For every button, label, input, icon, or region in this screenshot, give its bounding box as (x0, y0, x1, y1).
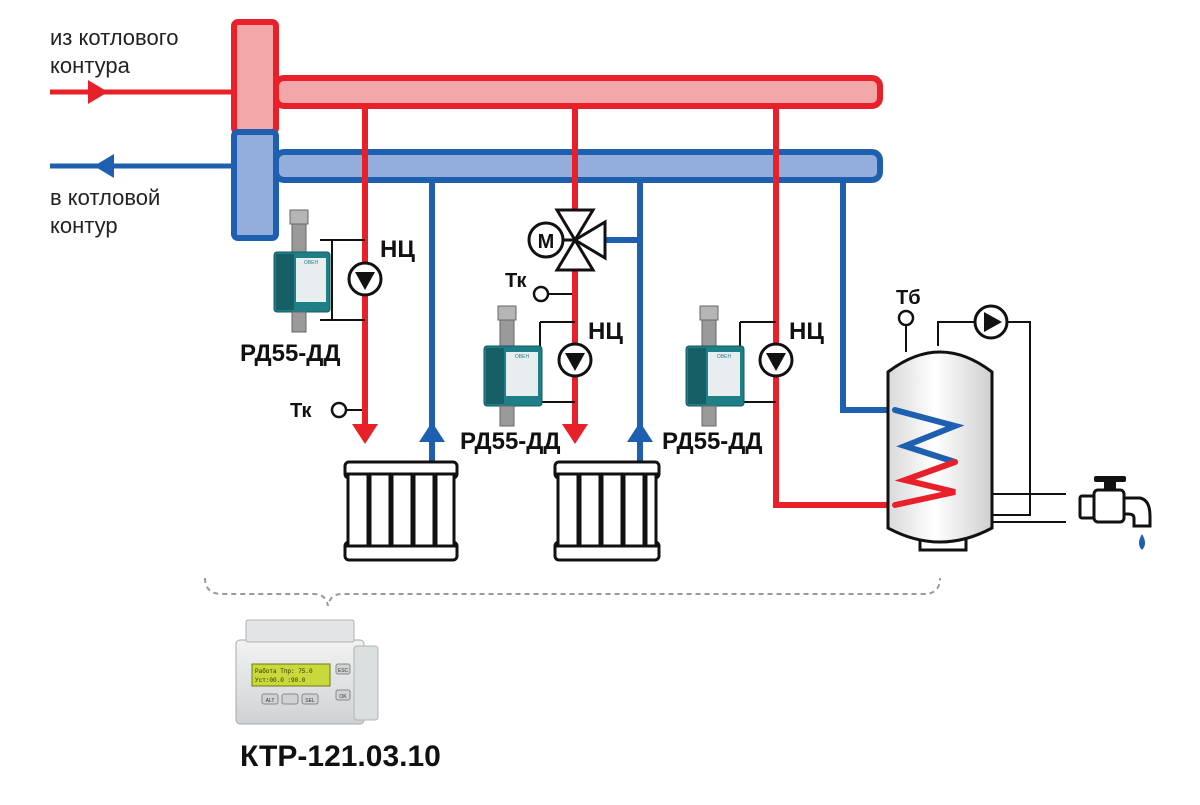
relay-3-brand: ОВЕН (717, 354, 732, 360)
circuit-1-relay-device (273, 209, 331, 333)
pump-1-label: НЦ (380, 236, 415, 263)
radiator-2 (553, 460, 661, 562)
pump-3-label: НЦ (789, 318, 824, 345)
relay-1-brand: ОВЕН (304, 260, 319, 266)
relay-1-label: РД55-ДД (240, 340, 341, 367)
boiler-sensor-2-label: Тк (505, 270, 527, 292)
relay-3-label: РД55-ДД (662, 428, 763, 455)
hydraulic-separator (231, 19, 279, 241)
outlet-arrow (50, 154, 234, 178)
controller-label: КТР-121.03.10 (240, 740, 441, 773)
circuit-1-boiler-sensor (330, 401, 362, 419)
circuit-2-return-pipe (605, 180, 653, 462)
inlet-label: из котлового контура (50, 25, 179, 78)
circuit-2-pump (557, 342, 593, 378)
circuit-1-pump (347, 261, 383, 297)
circuit-3-return-pipe (840, 180, 895, 413)
boiler-sensor-1-label: Тк (290, 400, 312, 422)
tank-coil (892, 407, 965, 508)
circuit-3-relay-device (685, 305, 745, 427)
inlet-arrow (50, 80, 234, 104)
controller-brace (204, 577, 941, 607)
circuit-1-relay-lines (320, 239, 365, 321)
valve-motor-label: М (538, 231, 555, 253)
controller-sel-button: SEL (305, 698, 315, 704)
tank-sensor (897, 309, 915, 352)
tank-recirculation (937, 304, 1031, 516)
circuit-2-relay-device (483, 305, 543, 427)
radiator-1 (343, 460, 459, 562)
relay-2-brand: ОВЕН (515, 354, 530, 360)
tank-sensor-label: Тб (896, 287, 921, 309)
hot-water-outlet (992, 493, 1066, 523)
controller-esc-button: ESC (338, 668, 349, 674)
supply-header (273, 75, 883, 109)
hot-water-tank (886, 350, 994, 552)
circuit-3-supply-pipe (773, 106, 895, 508)
pump-2-label: НЦ (588, 318, 623, 345)
mixing-valve (527, 208, 607, 272)
controller-display-line-1: Работа Тпр: 75.0 (255, 668, 313, 675)
circuit-2-boiler-sensor (532, 285, 572, 303)
faucet-icon (1078, 476, 1152, 550)
relay-2-label: РД55-ДД (460, 428, 561, 455)
controller-ok-button: OK (339, 694, 347, 700)
controller-device (235, 619, 379, 725)
outlet-label: в котловой контур (50, 185, 161, 238)
controller-display-line-2: Уст:00.0 :90.0 (255, 677, 306, 684)
controller-alt-button: ALT (266, 698, 275, 704)
circuit-1-return-pipe (419, 180, 445, 462)
circuit-3-pump (758, 342, 794, 378)
